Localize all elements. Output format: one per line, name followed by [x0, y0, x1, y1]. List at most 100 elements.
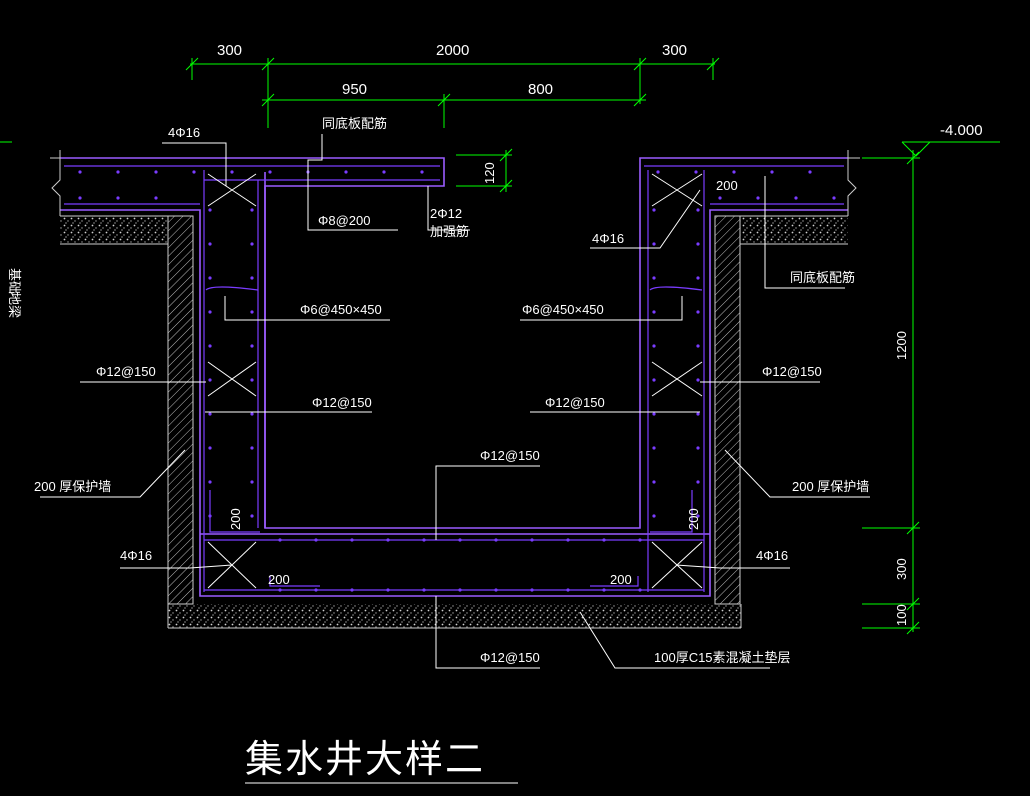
label-phi6-right: Φ6@450×450	[522, 302, 604, 317]
rebar-dot	[566, 588, 570, 592]
rebar-dot	[420, 170, 424, 174]
label-same-slab-rebar-right: 同底板配筋	[790, 270, 855, 285]
label-same-slab-rebar-top: 同底板配筋	[322, 116, 387, 131]
label-4phi16-bottom-left: 4Φ16	[120, 548, 152, 563]
rebar-dot	[250, 412, 254, 416]
label-phi12-right-outer: Φ12@150	[762, 364, 822, 379]
rebar-dot	[154, 196, 158, 200]
rebar-dot	[756, 196, 760, 200]
dim-1200: 1200	[894, 331, 909, 360]
left-edge-fragment-2: 地梁	[7, 292, 22, 318]
rebar-dot	[696, 446, 700, 450]
rebar-dot	[458, 538, 462, 542]
rebar-dot	[250, 514, 254, 518]
rebar-dot	[78, 196, 82, 200]
label-200-bottom-left: 200	[268, 572, 290, 587]
label-phi12-right-inner: Φ12@150	[545, 395, 605, 410]
rebar-dot	[382, 170, 386, 174]
rebar-dot	[494, 588, 498, 592]
rebar-dot	[250, 378, 254, 382]
rebar-dot	[386, 538, 390, 542]
rebar-dot	[230, 170, 234, 174]
rebar-dot	[192, 170, 196, 174]
rebar-dot	[652, 378, 656, 382]
rebar-dot	[422, 538, 426, 542]
label-200-top-right: 200	[716, 178, 738, 193]
rebar-dot	[602, 538, 606, 542]
rebar-dot	[530, 538, 534, 542]
rebar-dot	[808, 170, 812, 174]
rebar-dot	[268, 170, 272, 174]
rebar-dot	[208, 344, 212, 348]
rebar-dot	[718, 196, 722, 200]
dim-950: 950	[342, 81, 367, 98]
label-phi12-left-outer: Φ12@150	[96, 364, 156, 379]
rebar-dot	[314, 588, 318, 592]
rebar-dot	[350, 538, 354, 542]
rebar-dot	[696, 276, 700, 280]
rebar-dot	[652, 344, 656, 348]
rebar-dot	[652, 208, 656, 212]
rebar-dot	[652, 242, 656, 246]
rebar-dot	[208, 208, 212, 212]
label-phi8: Φ8@200	[318, 213, 371, 228]
rebar-dot	[602, 588, 606, 592]
dim-300-vert: 300	[894, 558, 909, 580]
rebar-dot	[250, 344, 254, 348]
rebar-dot	[794, 196, 798, 200]
rebar-dot	[652, 276, 656, 280]
label-200-bottom-right: 200	[610, 572, 632, 587]
label-4phi16-top-left: 4Φ16	[168, 125, 200, 140]
dim-800: 800	[528, 81, 553, 98]
dimension-lines	[0, 57, 1000, 635]
title-block: 集水井大样二	[245, 737, 518, 784]
rebar-dot	[638, 588, 642, 592]
rebar-dot	[116, 196, 120, 200]
label-200-right-vert: 200	[686, 508, 701, 530]
concrete-outline	[60, 157, 848, 597]
dim-2000: 2000	[436, 42, 469, 59]
rebar-dot	[694, 170, 698, 174]
rebar-dot	[696, 344, 700, 348]
leader-lines	[40, 134, 870, 669]
rebar-dot	[732, 170, 736, 174]
rebar-dot	[566, 538, 570, 542]
dim-100: 100	[894, 604, 909, 626]
cushion-layer	[168, 604, 741, 628]
label-4phi16-top-right: 4Φ16	[592, 231, 624, 246]
label-2phi12: 2Φ12	[430, 206, 462, 221]
label-200-left-vert: 200	[228, 508, 243, 530]
rebar-dot	[278, 538, 282, 542]
rebar-dot	[696, 378, 700, 382]
dimension-texts: 300 2000 300 950 800 120 1200 300 100 -4…	[217, 42, 983, 626]
rebar-dot	[250, 242, 254, 246]
rebar-dot	[494, 538, 498, 542]
rebar-dot	[696, 310, 700, 314]
rebar-dot	[116, 170, 120, 174]
left-edge-fragment-1: 基础	[7, 268, 22, 294]
rebar-dot	[770, 170, 774, 174]
rebar-dot	[652, 514, 656, 518]
elevation-mark: -4.000	[940, 122, 983, 139]
break-lines	[50, 150, 860, 216]
label-phi12-bottom: Φ12@150	[480, 650, 540, 665]
label-cushion: 100厚C15素混凝土垫层	[654, 650, 791, 665]
rebar-dot	[78, 170, 82, 174]
rebar-dot	[386, 588, 390, 592]
rebar-dot	[250, 276, 254, 280]
rebar-dot	[250, 480, 254, 484]
rebar-dot	[350, 588, 354, 592]
rebar-dot	[458, 588, 462, 592]
rebar-dot	[208, 446, 212, 450]
label-phi6-left: Φ6@450×450	[300, 302, 382, 317]
rebar-dot	[530, 588, 534, 592]
label-phi12-center: Φ12@150	[480, 448, 540, 463]
rebar	[64, 165, 844, 592]
annotation-texts: 4Φ16 同底板配筋 Φ8@200 2Φ12 加强筋 200 4Φ16 同底板配…	[7, 116, 869, 665]
rebar-dot	[250, 310, 254, 314]
rebar-dot	[696, 208, 700, 212]
dim-300-right: 300	[662, 42, 687, 59]
label-phi12-left-inner: Φ12@150	[312, 395, 372, 410]
rebar-dots	[78, 170, 836, 592]
